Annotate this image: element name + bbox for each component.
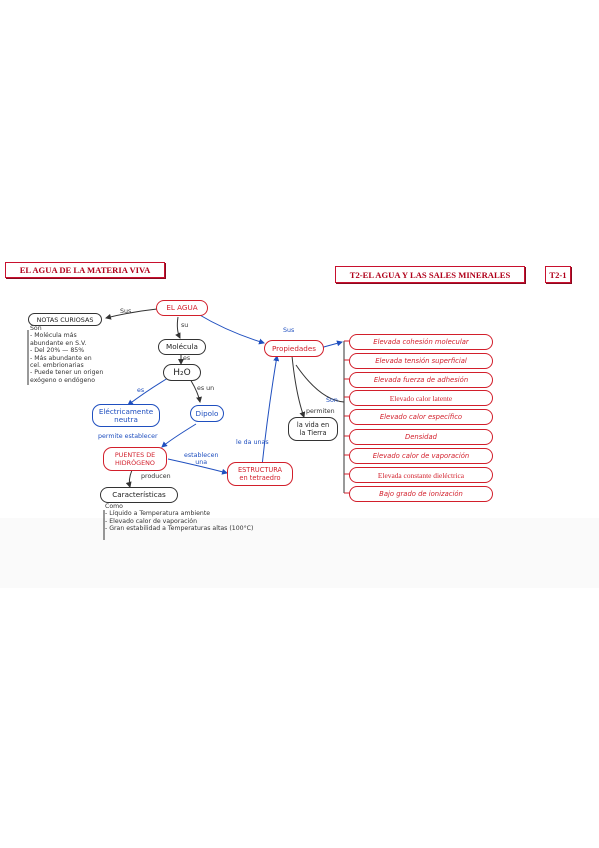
node-h2o: H₂O (163, 364, 201, 381)
property-vaporacion: Elevado calor de vaporación (349, 448, 493, 464)
property-calor-especifico: Elevado calor específico (349, 409, 493, 425)
label-su: su (181, 322, 189, 329)
label-sus-notas: Sus (120, 308, 132, 315)
property-calor-latente: Elevado calor latente (349, 390, 493, 406)
node-puentes-hidrogeno: PUENTES DE HIDRÓGENO (103, 447, 167, 471)
node-el-agua: EL AGUA (156, 300, 208, 316)
line-agua-molecula (175, 316, 181, 339)
node-electricamente-neutra: Eléctricamente neutra (92, 404, 160, 427)
label-es-h2o: es (183, 355, 191, 362)
background-band (0, 518, 599, 588)
line-estructura-propiedades (261, 355, 280, 467)
node-molecula: Molécula (158, 339, 206, 355)
label-permiten: permiten (306, 408, 335, 415)
left-title: EL AGUA DE LA MATERIA VIVA (19, 265, 151, 275)
property-adhesion: Elevada fuerza de adhesión (349, 372, 493, 388)
right-title-box: T2-EL AGUA Y LAS SALES MINERALES (335, 266, 525, 283)
property-dielectrica: Elevada constante dieléctrica (349, 467, 493, 483)
label-permite-establecer: permite establecer (98, 433, 158, 440)
notas-list: Son - Molécula más abundante en S.V. - D… (30, 325, 104, 384)
label-producen: producen (141, 473, 171, 480)
line-vida-son (295, 364, 345, 403)
node-dipolo: Dipolo (190, 405, 224, 422)
node-caracteristicas: Características (100, 487, 178, 503)
right-title: T2-EL AGUA Y LAS SALES MINERALES (349, 269, 511, 280)
label-es-un: es un (197, 385, 215, 392)
line-propiedades-vida (291, 355, 306, 418)
line-h2o-dipolo (189, 378, 202, 403)
label-son: Son (326, 397, 338, 404)
node-vida-tierra: la vida en la Tierra (288, 417, 338, 441)
line-puentes-caracteristicas (125, 469, 133, 488)
label-establecen-una: establecen una (184, 452, 219, 466)
property-tension: Elevada tensión superficial (349, 353, 493, 369)
line-dipolo-puentes (161, 423, 197, 448)
line-agua-propiedades (197, 313, 265, 345)
code-label: T2-1 (549, 269, 567, 280)
caracteristicas-list: Como - Líquido a Temperatura ambiente - … (105, 503, 254, 533)
line-h2o-neutra (127, 377, 169, 406)
label-le-da-unas: le da unas (236, 439, 269, 446)
node-propiedades: Propiedades (264, 340, 324, 357)
property-ionizacion: Bajo grado de ionización (349, 486, 493, 502)
left-title-box: EL AGUA DE LA MATERIA VIVA (5, 262, 165, 278)
label-es-neutra: es (137, 387, 145, 394)
line-puentes-estructura (167, 458, 228, 475)
node-estructura-tetraedro: ESTRUCTURA en tetraedro (227, 462, 293, 486)
line-agua-notas (105, 308, 158, 320)
node-notas-curiosas: NOTAS CURIOSAS (28, 313, 102, 326)
property-densidad: Densidad (349, 429, 493, 445)
label-sus-propiedades: Sus (283, 327, 295, 334)
code-box: T2-1 (545, 266, 571, 283)
property-cohesion: Elevada cohesión molecular (349, 334, 493, 350)
